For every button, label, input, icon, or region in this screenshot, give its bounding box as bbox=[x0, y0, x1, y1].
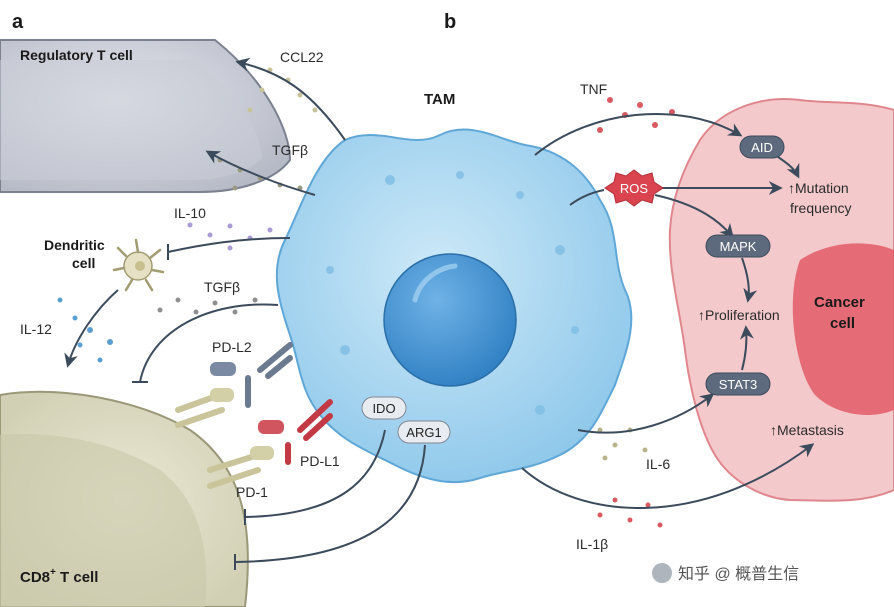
tam-cell bbox=[275, 128, 633, 484]
mutation-frequency-line2: frequency bbox=[790, 200, 851, 216]
dendritic-cell bbox=[112, 238, 165, 292]
tgfb-top-label: TGFβ bbox=[272, 142, 308, 158]
watermark: 知乎 @ 概普生信 bbox=[652, 563, 799, 583]
pd-l1-receptor bbox=[258, 399, 333, 465]
cd8-main: CD8 bbox=[20, 569, 50, 586]
il1b-arrow bbox=[521, 443, 815, 509]
arg1-label: ARG1 bbox=[406, 425, 441, 440]
metastasis-label: ↑Metastasis bbox=[770, 422, 844, 438]
pd-l2-receptor bbox=[210, 342, 293, 408]
pd-1-label: PD-1 bbox=[236, 484, 268, 500]
il6-label: IL-6 bbox=[646, 456, 670, 472]
pd-l2-label: PD-L2 bbox=[212, 339, 252, 355]
tgfb-mid-inhibition bbox=[139, 303, 279, 383]
watermark-logo-icon bbox=[652, 563, 672, 583]
tnf-arrow bbox=[534, 113, 743, 156]
pd-l1-label: PD-L1 bbox=[300, 453, 340, 469]
stat3-proliferation-arrow bbox=[739, 325, 754, 371]
aid-label: AID bbox=[751, 140, 773, 155]
dendritic-cell-label-1: Dendritic bbox=[44, 237, 105, 253]
il6-arrow bbox=[577, 393, 715, 434]
aid-pill bbox=[739, 135, 785, 159]
pd-1-receptor-top bbox=[175, 388, 234, 428]
ido-pill bbox=[361, 396, 407, 420]
cd8-superscript: + bbox=[50, 567, 56, 578]
ido-inhibition bbox=[244, 429, 386, 518]
mapk-label: MAPK bbox=[720, 239, 757, 254]
cancer-cell-label-1: Cancer bbox=[814, 294, 865, 311]
tam-label: TAM bbox=[424, 91, 455, 108]
il10-label: IL-10 bbox=[174, 205, 206, 221]
tnf-label: TNF bbox=[580, 81, 607, 97]
watermark-text: 知乎 @ 概普生信 bbox=[678, 565, 799, 583]
proliferation-label: ↑Proliferation bbox=[698, 307, 780, 323]
cd8-rest: T cell bbox=[56, 569, 99, 586]
aid-mutation-arrow bbox=[777, 156, 800, 179]
cd8-t-cell-label: CD8+ T cell bbox=[20, 567, 98, 586]
tgfb-mid-label: TGFβ bbox=[204, 279, 240, 295]
arg1-inhibition bbox=[234, 444, 426, 563]
il12-arrow bbox=[64, 289, 119, 368]
regulatory-t-cell-label: Regulatory T cell bbox=[20, 47, 133, 63]
dendritic-cell-label-2: cell bbox=[72, 255, 95, 271]
arg1-pill bbox=[397, 420, 451, 444]
il12-label: IL-12 bbox=[20, 321, 52, 337]
cancer-cell-label-2: cell bbox=[830, 315, 855, 332]
ido-label: IDO bbox=[372, 401, 395, 416]
tgfb-top-arrow bbox=[205, 150, 316, 196]
ccl22-arrow bbox=[235, 57, 346, 141]
ccl22-label: CCL22 bbox=[280, 49, 324, 65]
pd-1-receptor-bottom bbox=[207, 446, 274, 489]
mapk-pill bbox=[705, 234, 771, 258]
ros-label: ROS bbox=[620, 181, 649, 196]
cancer-cell bbox=[668, 98, 894, 502]
il10-inhibition bbox=[167, 237, 291, 253]
mutation-frequency-line1: ↑Mutation bbox=[788, 180, 849, 196]
panel-a-label: a bbox=[12, 11, 24, 33]
cd8-t-cell bbox=[0, 390, 249, 607]
stat3-label: STAT3 bbox=[719, 377, 758, 392]
ros-burst bbox=[604, 169, 664, 207]
panel-b-label: b bbox=[444, 11, 456, 33]
mapk-proliferation-arrow bbox=[741, 257, 758, 303]
tam-ros-link bbox=[569, 189, 605, 206]
signal-arrows bbox=[64, 57, 815, 570]
il1b-label: IL-1β bbox=[576, 536, 608, 552]
ros-mapk-arrow bbox=[654, 194, 734, 239]
tam-nucleus bbox=[383, 253, 517, 387]
stat3-pill bbox=[705, 372, 771, 396]
